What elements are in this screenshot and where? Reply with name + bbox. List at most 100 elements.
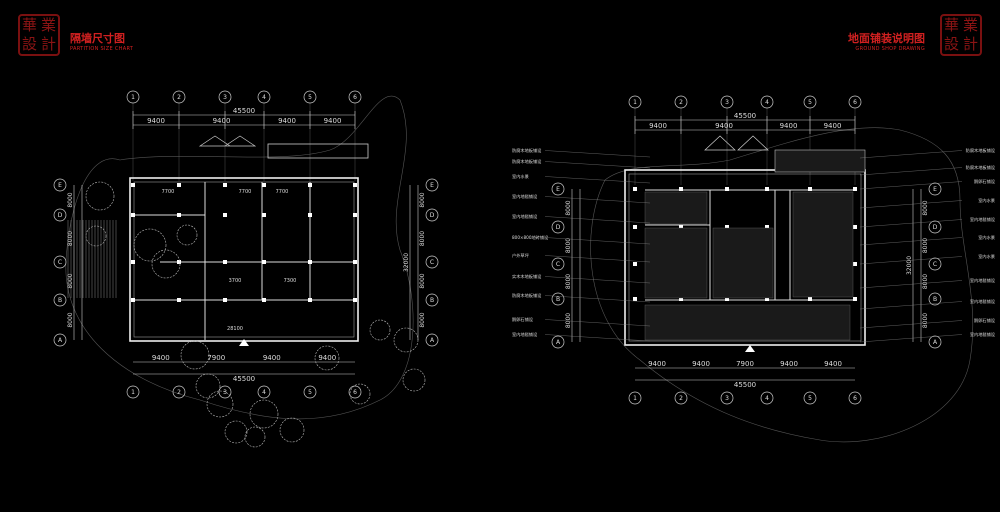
left-plan (65, 95, 419, 420)
right-col-bubble-top-label: 4 (765, 99, 769, 106)
right-column (765, 225, 769, 229)
right-col-bubble-bottom-circle (760, 391, 774, 405)
left-column (131, 213, 135, 217)
left-column (177, 298, 181, 302)
left-dim-top-total: 45500 (233, 107, 255, 115)
right-floor-hatch-area (644, 191, 708, 225)
left-column (131, 298, 135, 302)
right-column (633, 297, 637, 301)
right-col-bubble-bottom-circle (803, 391, 817, 405)
right-column (853, 262, 857, 266)
right-leader-line-left (544, 150, 651, 158)
left-row-bubble-right-label: E (430, 182, 434, 189)
right-leader-label-right: 室内地毯铺设 (970, 331, 996, 338)
left-tree-symbol (206, 390, 234, 418)
left-column (308, 213, 312, 217)
right-col-bubble-top-circle (628, 95, 642, 109)
left-row-bubble-right-circle (425, 178, 439, 192)
left-tree-symbol (195, 373, 221, 399)
left-sheet-title: 隔墙尺寸图 PARTITION SIZE CHART (70, 30, 133, 52)
left-column (177, 213, 181, 217)
left-row-bubble-right-circle (425, 333, 439, 347)
right-dim-side-left: 8000 (565, 274, 572, 289)
right-dim-top: 9400 (780, 122, 798, 130)
left-title-zh: 隔墙尺寸图 (70, 32, 125, 45)
right-leader-label-left: 户外草坪 (512, 252, 529, 259)
right-column (725, 225, 729, 229)
right-dim-top: 9400 (649, 122, 667, 130)
right-leader-line-right (859, 256, 963, 265)
left-column (223, 213, 227, 217)
seal-stamp-left: 華 業 設 計 (18, 14, 60, 56)
left-column (223, 260, 227, 264)
left-pavilion-roof (198, 135, 257, 147)
right-title-zh: 地面铺装说明图 (848, 32, 925, 45)
right-column (808, 297, 812, 301)
right-col-bubble-top-label: 1 (633, 99, 637, 106)
left-col-bubble-bottom-circle (257, 385, 271, 399)
left-col-bubble-top-label: 5 (308, 94, 312, 101)
left-col-bubble-bottom-label: 3 (223, 389, 227, 396)
right-leader-label-right: 室内水景 (978, 253, 995, 260)
left-row-bubble-left-label: D (58, 212, 63, 219)
right-leader-line-right (859, 237, 963, 246)
right-col-bubble-top-circle (848, 95, 862, 109)
right-leader-label-right: 室内水景 (978, 234, 995, 241)
left-dim-side-right: 8000 (419, 312, 426, 327)
right-leader-label-left: 800×800地砖铺设 (512, 234, 549, 241)
right-dim-side-right: 8000 (922, 238, 929, 253)
left-title-en: PARTITION SIZE CHART (70, 46, 134, 52)
right-dim-side-right: 8000 (922, 274, 929, 289)
left-col-bubble-bottom-label: 4 (262, 389, 266, 396)
right-column (633, 225, 637, 229)
right-column (679, 225, 683, 229)
right-row-bubble-right-label: A (933, 339, 938, 346)
right-col-bubble-top-label: 2 (679, 99, 683, 106)
right-leader-line-right (859, 320, 963, 329)
left-column (262, 298, 266, 302)
left-column (308, 260, 312, 264)
right-leader-line-left (544, 196, 651, 204)
left-col-bubble-top-label: 2 (177, 94, 181, 101)
right-row-bubble-left-circle (551, 292, 565, 306)
left-column (353, 298, 357, 302)
right-row-bubble-left-label: A (556, 339, 561, 346)
right-leader-label-left: 防腐木地板铺设 (512, 147, 542, 154)
right-row-bubble-right-circle (928, 335, 942, 349)
left-col-bubble-bottom-label: 5 (308, 389, 312, 396)
right-leader-line-right (859, 150, 963, 159)
left-col-bubble-bottom-circle (126, 385, 140, 399)
right-column (679, 297, 683, 301)
right-leader-line-right (859, 219, 963, 228)
right-leader-label-left: 防腐木地板铺设 (512, 158, 542, 165)
right-column (725, 297, 729, 301)
seal-char: 計 (962, 35, 978, 53)
right-leader-label-right: 室内地毯铺设 (970, 216, 996, 223)
left-row-bubble-right-circle (425, 255, 439, 269)
right-column (808, 187, 812, 191)
right-dim-side-left: 8000 (565, 238, 572, 253)
left-tree-symbol (85, 225, 107, 247)
left-tree-symbol (176, 224, 198, 246)
right-col-bubble-bottom-circle (628, 391, 642, 405)
left-column (262, 183, 266, 187)
right-column (765, 297, 769, 301)
right-leader-line-left (544, 276, 651, 284)
left-row-bubble-left-circle (53, 178, 67, 192)
right-leader-label-left: 防腐木地板铺设 (512, 292, 542, 299)
right-floor-hatch-area (712, 227, 774, 299)
left-row-bubble-right-circle (425, 208, 439, 222)
left-row-bubble-left-label: B (58, 297, 62, 304)
right-dim-bottom: 9400 (824, 360, 842, 368)
right-dim-bottom: 9400 (780, 360, 798, 368)
right-column (853, 187, 857, 191)
seal-char: 計 (40, 35, 56, 53)
right-leader-label-right: 鹅卵石铺设 (974, 178, 996, 185)
right-col-bubble-bottom-label: 2 (679, 395, 683, 402)
left-dim-top: 9400 (278, 117, 296, 125)
left-col-bubble-bottom-label: 2 (177, 389, 181, 396)
left-row-bubble-left-circle (53, 293, 67, 307)
left-tree-symbol (224, 420, 248, 444)
left-tree-symbol (279, 417, 305, 443)
right-building-wall (624, 169, 866, 346)
